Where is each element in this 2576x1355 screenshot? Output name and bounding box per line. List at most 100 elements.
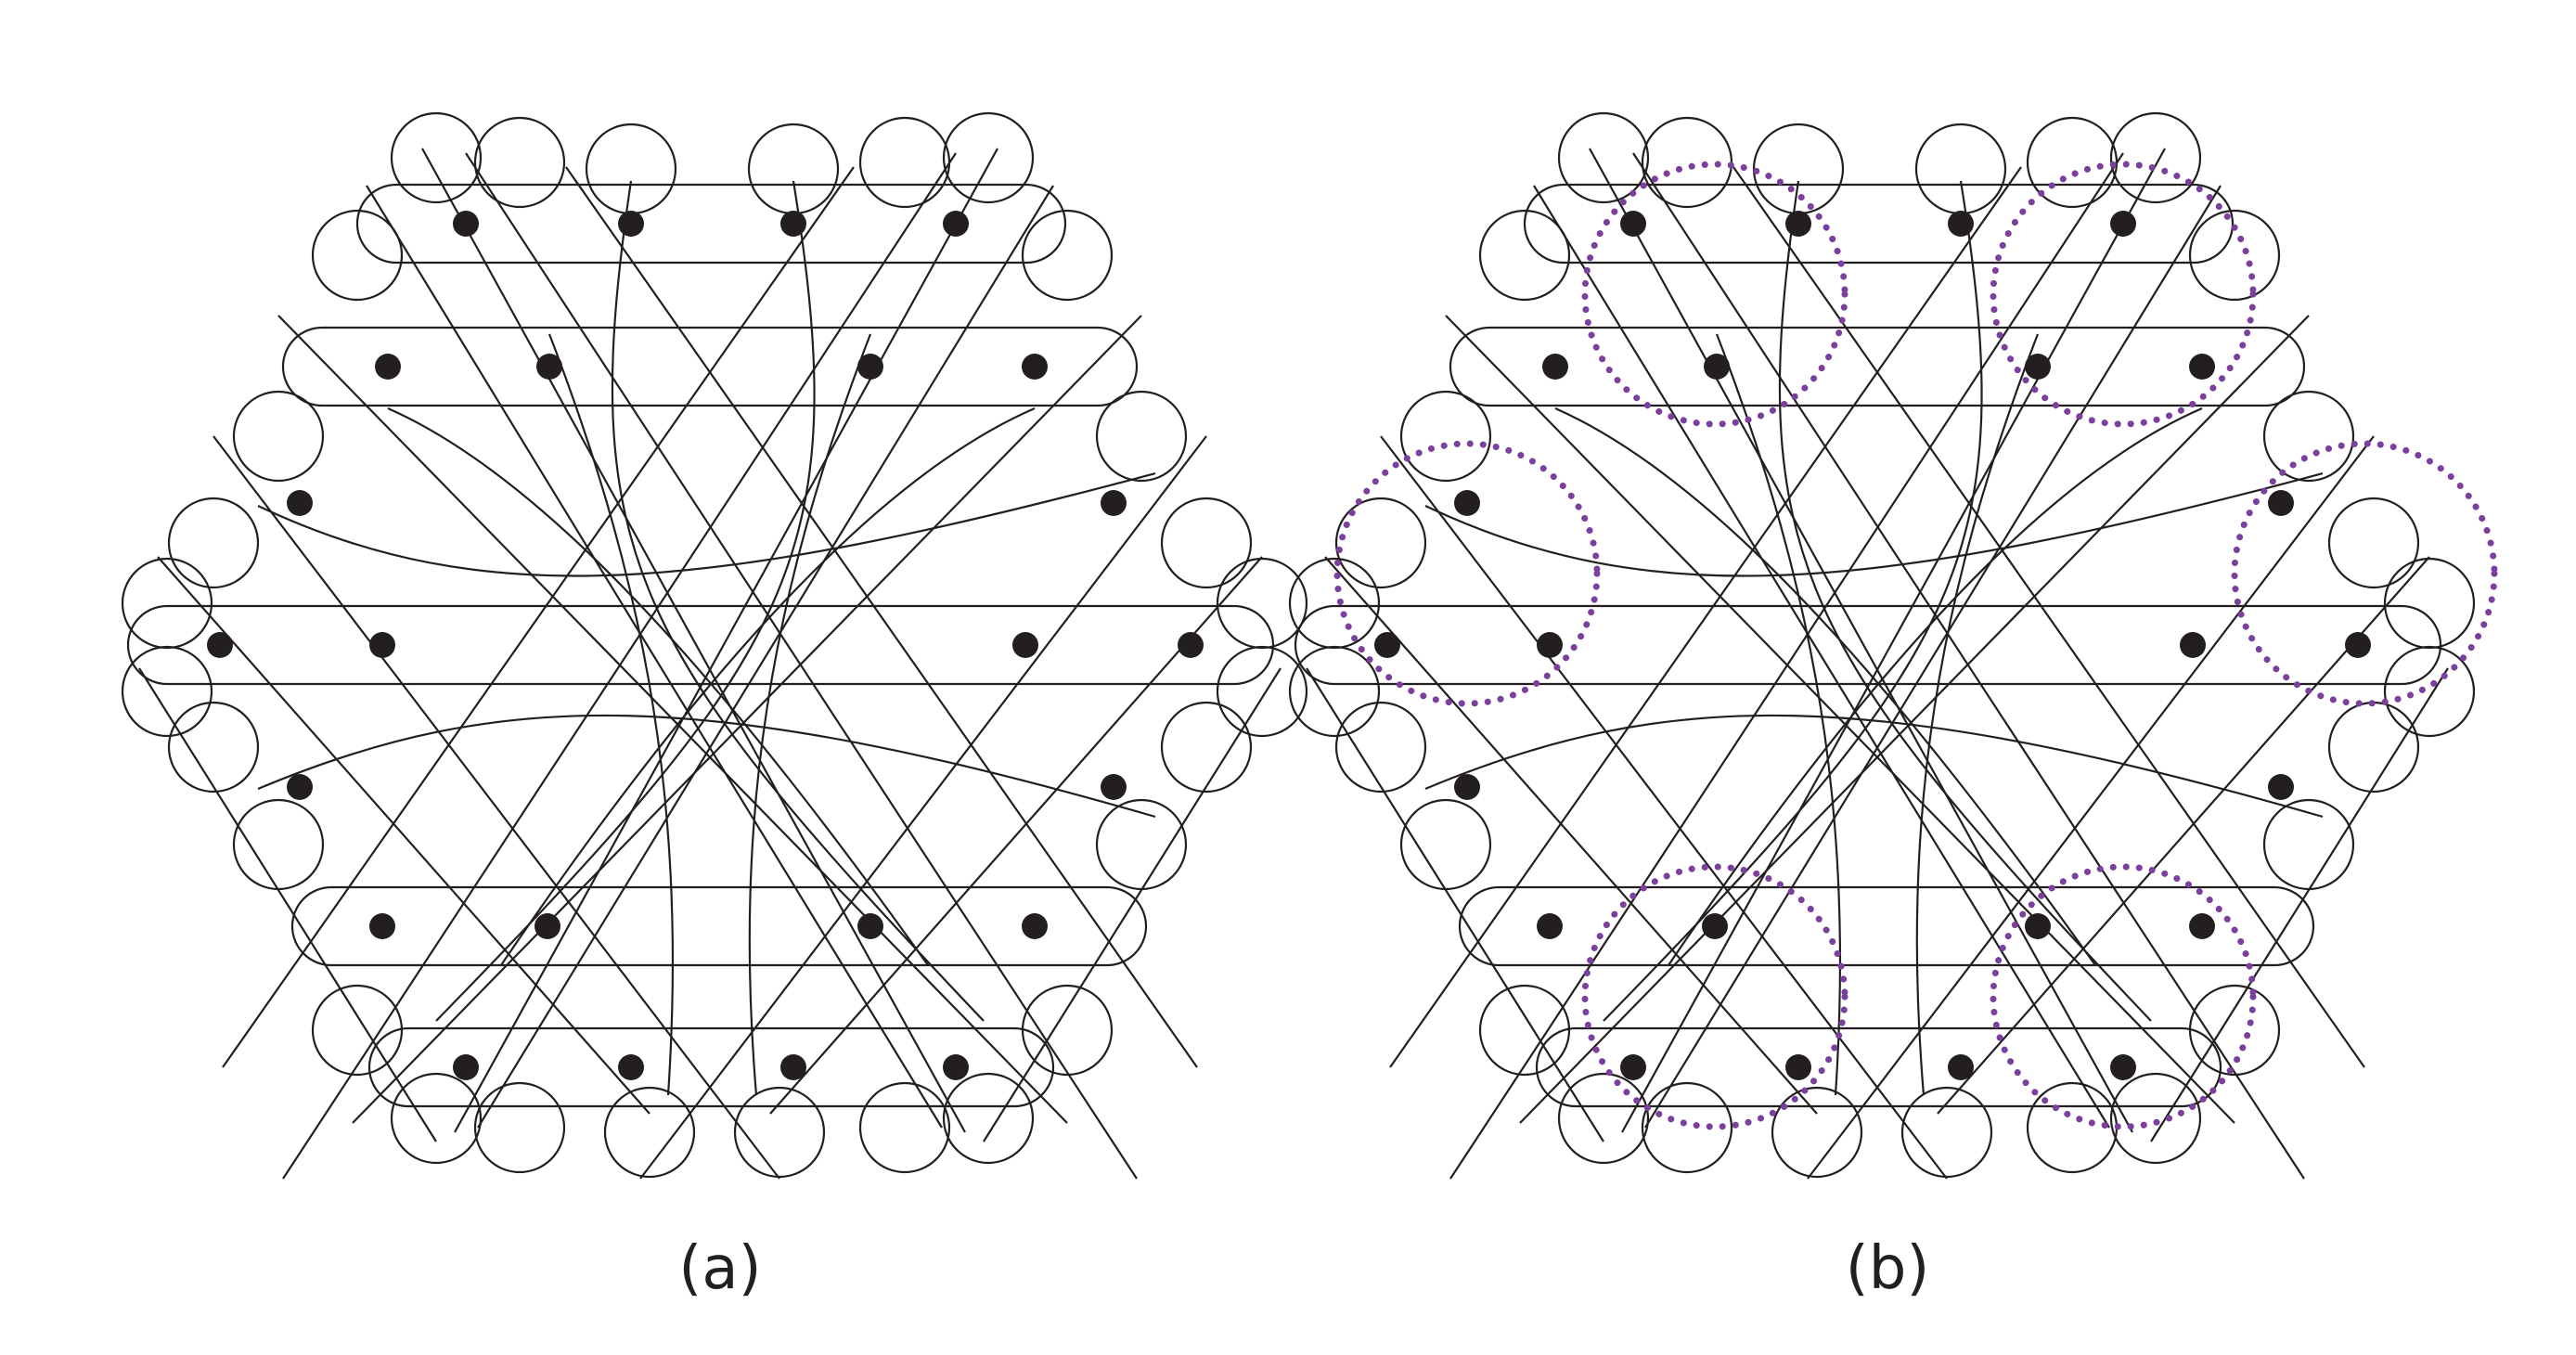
panel-a-end-loop-16	[1216, 645, 1308, 738]
panel-a-curve-8	[500, 406, 1036, 966]
panel-b-vertex-dot-4	[2110, 211, 2136, 237]
panel-a-end-loop-23	[390, 1072, 483, 1165]
panel-a-band-3	[126, 604, 1275, 686]
panel-b-diagonal-line-13	[1732, 166, 2365, 1068]
panel-b-caption: (b)	[1846, 1234, 1930, 1303]
panel-b-end-loop-6	[2109, 111, 2202, 204]
panel-a-end-loop-12	[1160, 497, 1253, 589]
panel-a-end-loop-17	[167, 701, 260, 794]
panel-b-curve-5	[1715, 333, 1842, 1096]
panel-b-vertex-dot-18	[1702, 913, 1728, 939]
panel-b-band-5	[1535, 1026, 2222, 1108]
panel-b-group-circle-3	[1333, 440, 1601, 707]
panel-b-vertex-dot-9	[1454, 490, 1480, 516]
panel-b-end-loop-7	[1478, 209, 1571, 302]
panel-a-diagonal-line-14	[222, 166, 855, 1068]
panel-b-end-loop-16	[2383, 645, 2476, 738]
panel-a-curve-4	[435, 180, 816, 1022]
panel-a-caption: (a)	[678, 1234, 761, 1303]
panel-b-vertex-dot-21	[1620, 1054, 1646, 1080]
panel-a-vertex-dot-5	[375, 354, 401, 380]
panel-b-end-loop-19	[1399, 798, 1492, 891]
panel-a-vertex-dot-22	[618, 1054, 644, 1080]
panel-b-end-loop-10	[2262, 390, 2355, 483]
panel-a-diagonal-line-6	[138, 667, 437, 1142]
panel-a-vertex-dot-13	[1012, 632, 1038, 658]
panel-b-diagonal-line-15	[1589, 148, 2133, 1133]
panel-a-vertex-dot-4	[943, 211, 969, 237]
panel-b-curve-2	[1424, 714, 2324, 819]
panel-b-end-loop-22	[2188, 984, 2281, 1077]
panel-a-end-loop-28	[942, 1072, 1035, 1165]
panel-b-band-3	[1294, 604, 2442, 686]
panel-a-end-loop-22	[1021, 984, 1114, 1077]
panel-a-end-loop-9	[232, 390, 325, 483]
panel-a-vertex-dot-23	[780, 1054, 806, 1080]
panel-a-diagonal-line-2	[366, 185, 943, 1129]
panel-a-vertex-dot-19	[857, 913, 883, 939]
panel-a-vertex-dot-9	[287, 490, 313, 516]
panel-b-diagonal-line-14	[1389, 166, 2022, 1068]
panel-b-diagonal-line-3	[1445, 315, 2235, 1124]
panel-a-end-loop-4	[747, 123, 840, 215]
panel-b-vertex-dot-10	[2268, 490, 2294, 516]
panel-b-end-loop-12	[2327, 497, 2420, 589]
panel-b-vertex-dot-12	[1537, 632, 1563, 658]
panel-a-band-5	[367, 1026, 1055, 1108]
panel-a-diagonal-line-12	[983, 667, 1282, 1142]
panel-b-vertex-dot-17	[1537, 913, 1563, 939]
panel-a-diagonal-line-1	[465, 152, 1138, 1180]
panel-a-curve-2	[257, 714, 1156, 819]
panel-a-end-loop-11	[167, 497, 260, 589]
panel-a-vertex-dot-17	[369, 913, 395, 939]
panel-a-end-loop-5	[858, 116, 951, 209]
panel-a-vertex-dot-14	[1178, 632, 1204, 658]
panel-b-curve-7	[1554, 406, 2096, 966]
panel-b-group-circle-4	[2231, 440, 2498, 707]
panel-a-vertex-dot-8	[1022, 354, 1048, 380]
panel-b-end-loop-20	[2262, 798, 2355, 891]
panel-b-end-loop-8	[2188, 209, 2281, 302]
panel-a-end-loop-2	[473, 116, 566, 209]
panel-b-band-2	[1449, 326, 2306, 407]
panel-b-diagonal-line-5	[1324, 556, 1818, 1115]
panel-a-diagonal-line-16	[454, 148, 998, 1133]
panel-a-end-loop-10	[1095, 390, 1188, 483]
panel-b-group-circle-6	[1990, 863, 2257, 1130]
panel-b-vertex-dot-11	[1374, 632, 1400, 658]
panel-a-end-loop-26	[733, 1086, 826, 1179]
panel-b-group-circle-1	[1581, 161, 1848, 428]
panel-a-diagonal-line-3	[277, 315, 1068, 1124]
panel-b-vertex-dot-3	[1948, 211, 1974, 237]
panel-b-group-circle-2	[1990, 161, 2257, 428]
panel-a-diagonal-line-7	[282, 152, 957, 1180]
panel-b-end-loop-1	[1557, 111, 1650, 204]
panel-a-vertex-dot-2	[618, 211, 644, 237]
panel-a-diagonal-line-15	[421, 148, 966, 1133]
panel-a-vertex-dot-18	[535, 913, 560, 939]
panel-a-vertex-dot-11	[207, 632, 233, 658]
panel-a-diagonal-line-8	[477, 185, 1054, 1129]
panel-b-diagonal-line-4	[1380, 435, 1948, 1180]
panel-a-end-loop-25	[603, 1086, 696, 1179]
panel-b-end-loop-15	[1288, 645, 1381, 738]
panel-a-vertex-dot-21	[453, 1054, 479, 1080]
panel-b-group-circle-5	[1581, 863, 1848, 1130]
panel-b-vertex-dot-22	[1785, 1054, 1811, 1080]
panel-a-vertex-dot-24	[943, 1054, 969, 1080]
panel-b-curve-4	[1603, 180, 1983, 1022]
panel-b-end-loop-26	[1900, 1086, 1993, 1179]
panel-b-vertex-dot-24	[2110, 1054, 2136, 1080]
panel-b-end-loop-9	[1399, 390, 1492, 483]
panel-a-end-loop-1	[390, 111, 483, 204]
panel-a-diagonal-line-10	[639, 435, 1207, 1180]
panel-b-curve-8	[1668, 406, 2203, 966]
panel-a-band-4	[290, 885, 1148, 967]
panel-b-diagonal-line-9	[1519, 315, 2310, 1124]
panel-b-curve-3	[1778, 180, 2152, 1022]
panel-b-end-loop-28	[2109, 1072, 2202, 1165]
panel-b-band-1	[1523, 183, 2235, 265]
panel-b-end-loop-17	[1334, 701, 1427, 794]
panel-a-vertex-dot-3	[780, 211, 806, 237]
